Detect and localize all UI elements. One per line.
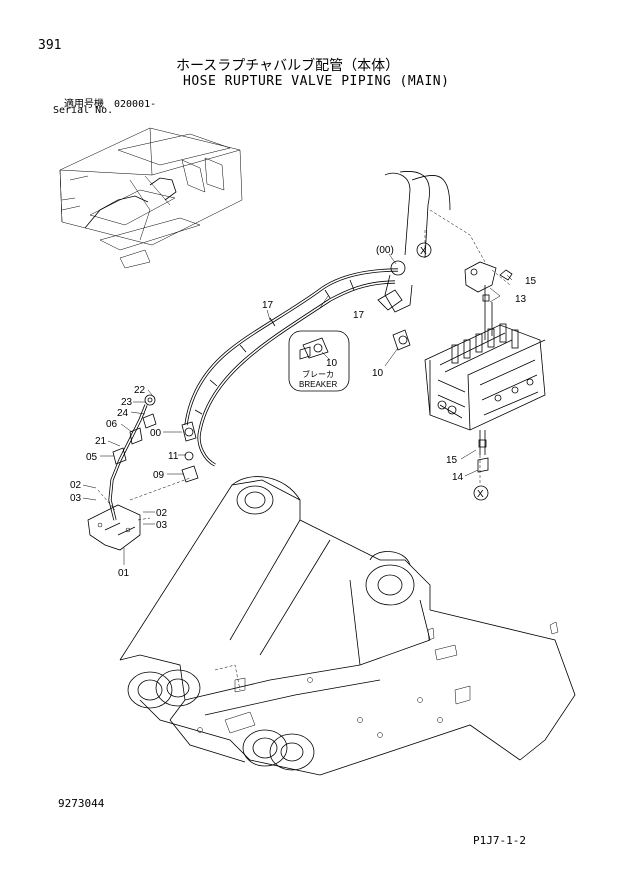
x-mark-top: X [420, 246, 427, 257]
breaker-label-japanese: ブレーカ [302, 369, 334, 379]
control-valve [424, 261, 546, 473]
x-mark-bottom: X [477, 489, 484, 500]
x-reference-bottom: X [473, 485, 489, 501]
callout-17-left: 17 [262, 300, 274, 311]
callout-03-left: 03 [70, 493, 82, 504]
callout-06: 06 [106, 419, 118, 430]
callout-00-top: (00) [376, 245, 394, 256]
callout-23: 23 [121, 397, 133, 408]
callout-03-right: 03 [156, 520, 168, 531]
callout-14: 14 [452, 472, 464, 483]
page-title-japanese: ホースラプチャバルブ配管（本体） [176, 58, 400, 74]
document-number: 9273044 [58, 797, 105, 810]
page-title-english: HOSE RUPTURE VALVE PIPING (MAIN) [183, 74, 450, 89]
serial-label-english: Serial No. [53, 105, 114, 116]
callout-02-right: 02 [156, 508, 168, 519]
hose-assembly [87, 171, 511, 551]
x-reference-top: X [416, 242, 432, 258]
callout-10: 10 [372, 368, 384, 379]
callout-09: 09 [153, 470, 165, 481]
callout-24: 24 [117, 408, 129, 419]
breaker-label-english: BREAKER [299, 380, 337, 389]
serial-label-japanese: 適用号機 020001- [64, 99, 157, 110]
breaker-detail-box: 10 ブレーカ BREAKER [288, 330, 350, 392]
callout-00-mid: 00 [150, 428, 162, 439]
callout-11: 11 [168, 451, 179, 462]
boom-frame [119, 476, 576, 776]
callout-02-left: 02 [70, 480, 82, 491]
callout-22: 22 [134, 385, 146, 396]
callout-13: 13 [515, 294, 527, 305]
page-reference: P1J7-1-2 [473, 834, 526, 847]
callout-17-right: 17 [353, 310, 365, 321]
callout-21: 21 [95, 436, 107, 447]
callout-05: 05 [86, 452, 98, 463]
callout-10-box: 10 [326, 358, 338, 369]
callouts: (00) 15 13 17 17 10 22 23 24 06 21 05 00… [70, 245, 537, 579]
callout-15-bottom: 15 [446, 455, 458, 466]
page-number: 391 [38, 38, 62, 53]
leader-lines [82, 253, 513, 565]
callout-01: 01 [118, 568, 130, 579]
machine-overview-inset [59, 127, 243, 269]
callout-15-top: 15 [525, 276, 537, 287]
